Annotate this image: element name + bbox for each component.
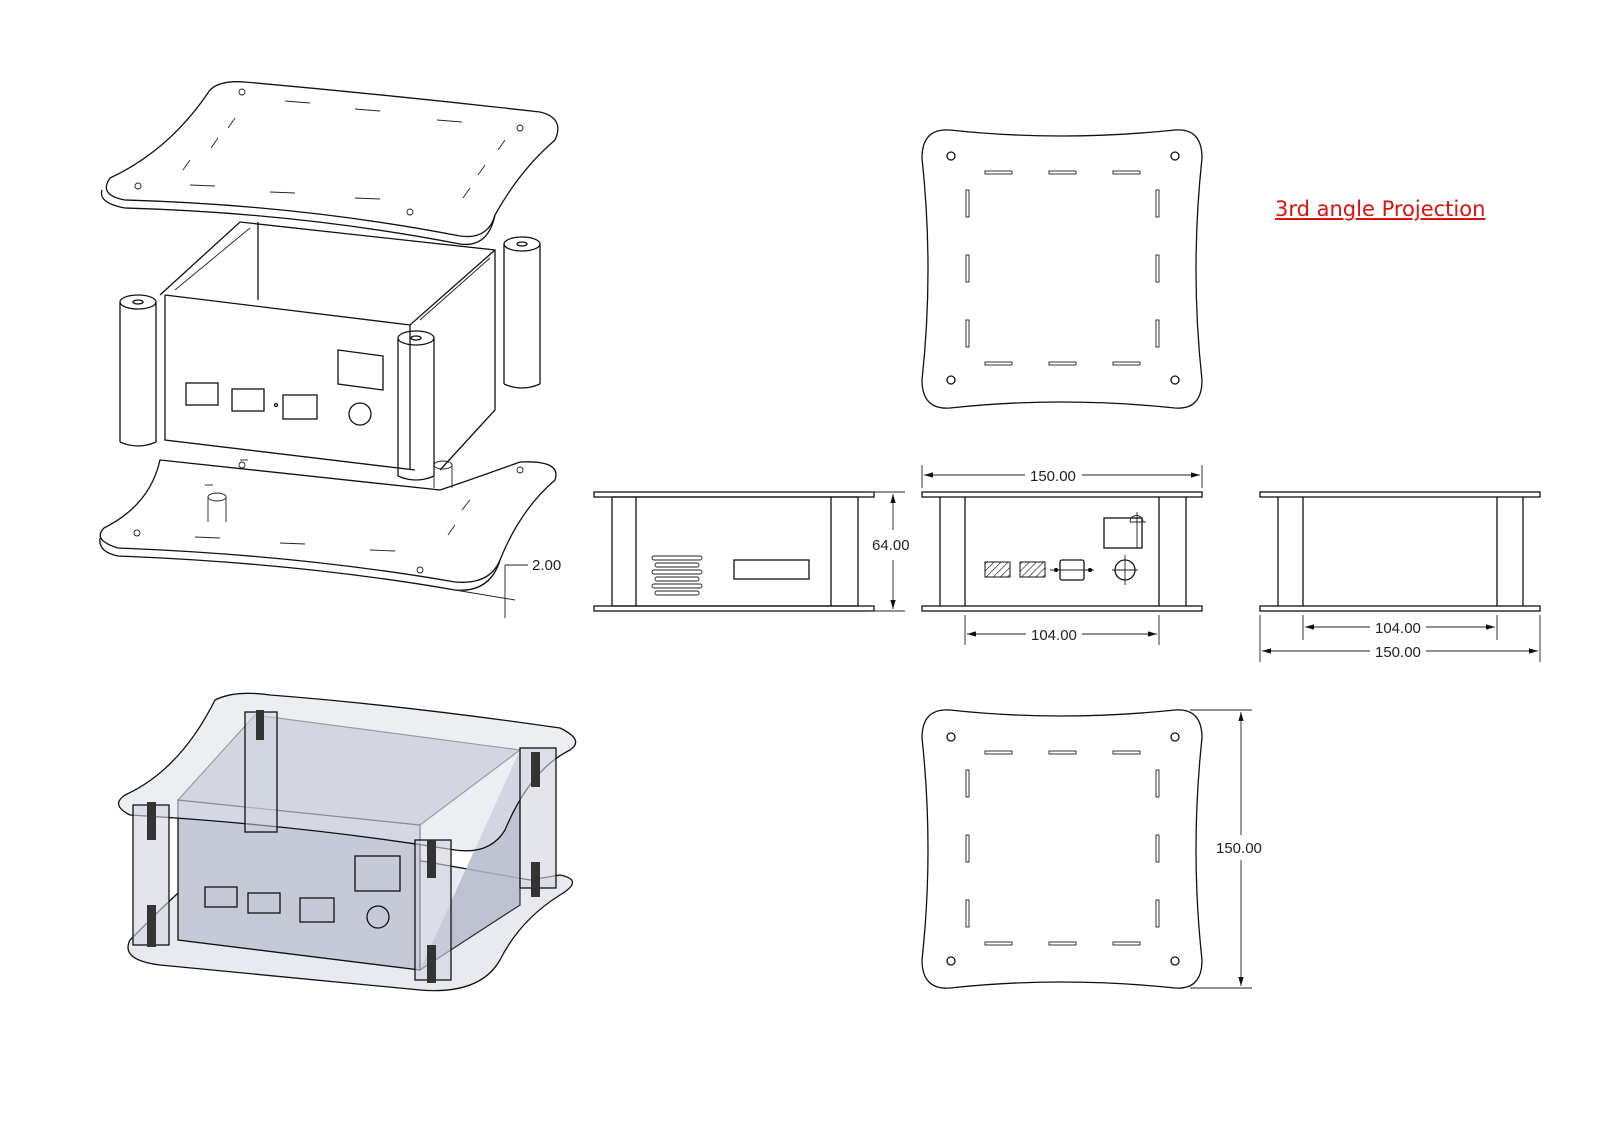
standoff-cylinders: [119, 236, 541, 481]
dim-plate-thickness: 2.00: [532, 557, 561, 574]
standoff-screws: [147, 710, 540, 983]
top-plate-holes: [134, 88, 524, 216]
dim-depth: 150.00: [1216, 840, 1262, 857]
exploded-isometric-view: 2.00: [99, 81, 561, 618]
front-view: 150.00 104.00: [921, 465, 1203, 645]
dim-side-width: 150.00: [1375, 644, 1421, 661]
dim-inner-width: 104.00: [1031, 627, 1077, 644]
front-panel-cutouts: [185, 349, 384, 426]
bottom-plate: [99, 459, 557, 583]
plate-thickness-dimension: 2.00: [454, 557, 561, 618]
projection-title: 3rd angle Projection: [1275, 197, 1486, 221]
assembled-cutouts: [204, 855, 401, 929]
vent-slots: [651, 555, 703, 596]
dim-side-inner-width: 104.00: [1375, 620, 1421, 637]
depth-dimension: 150.00: [1190, 709, 1262, 989]
dim-height: 64.00: [872, 537, 910, 554]
top-view: [921, 129, 1203, 409]
left-side-view: 64.00: [593, 491, 910, 612]
height-dimension: 64.00: [866, 491, 910, 612]
assembled-isometric-view: [118, 692, 577, 992]
top-plate-slots: [182, 100, 506, 200]
enclosure-box: [159, 221, 496, 471]
right-side-view: 104.00 150.00: [1259, 491, 1541, 662]
bottom-view: 150.00: [921, 709, 1262, 989]
top-plate: [105, 81, 559, 238]
dim-width: 150.00: [1030, 468, 1076, 485]
inner-width-dimension: 104.00: [964, 615, 1160, 645]
width-dimension: 150.00: [921, 465, 1203, 488]
